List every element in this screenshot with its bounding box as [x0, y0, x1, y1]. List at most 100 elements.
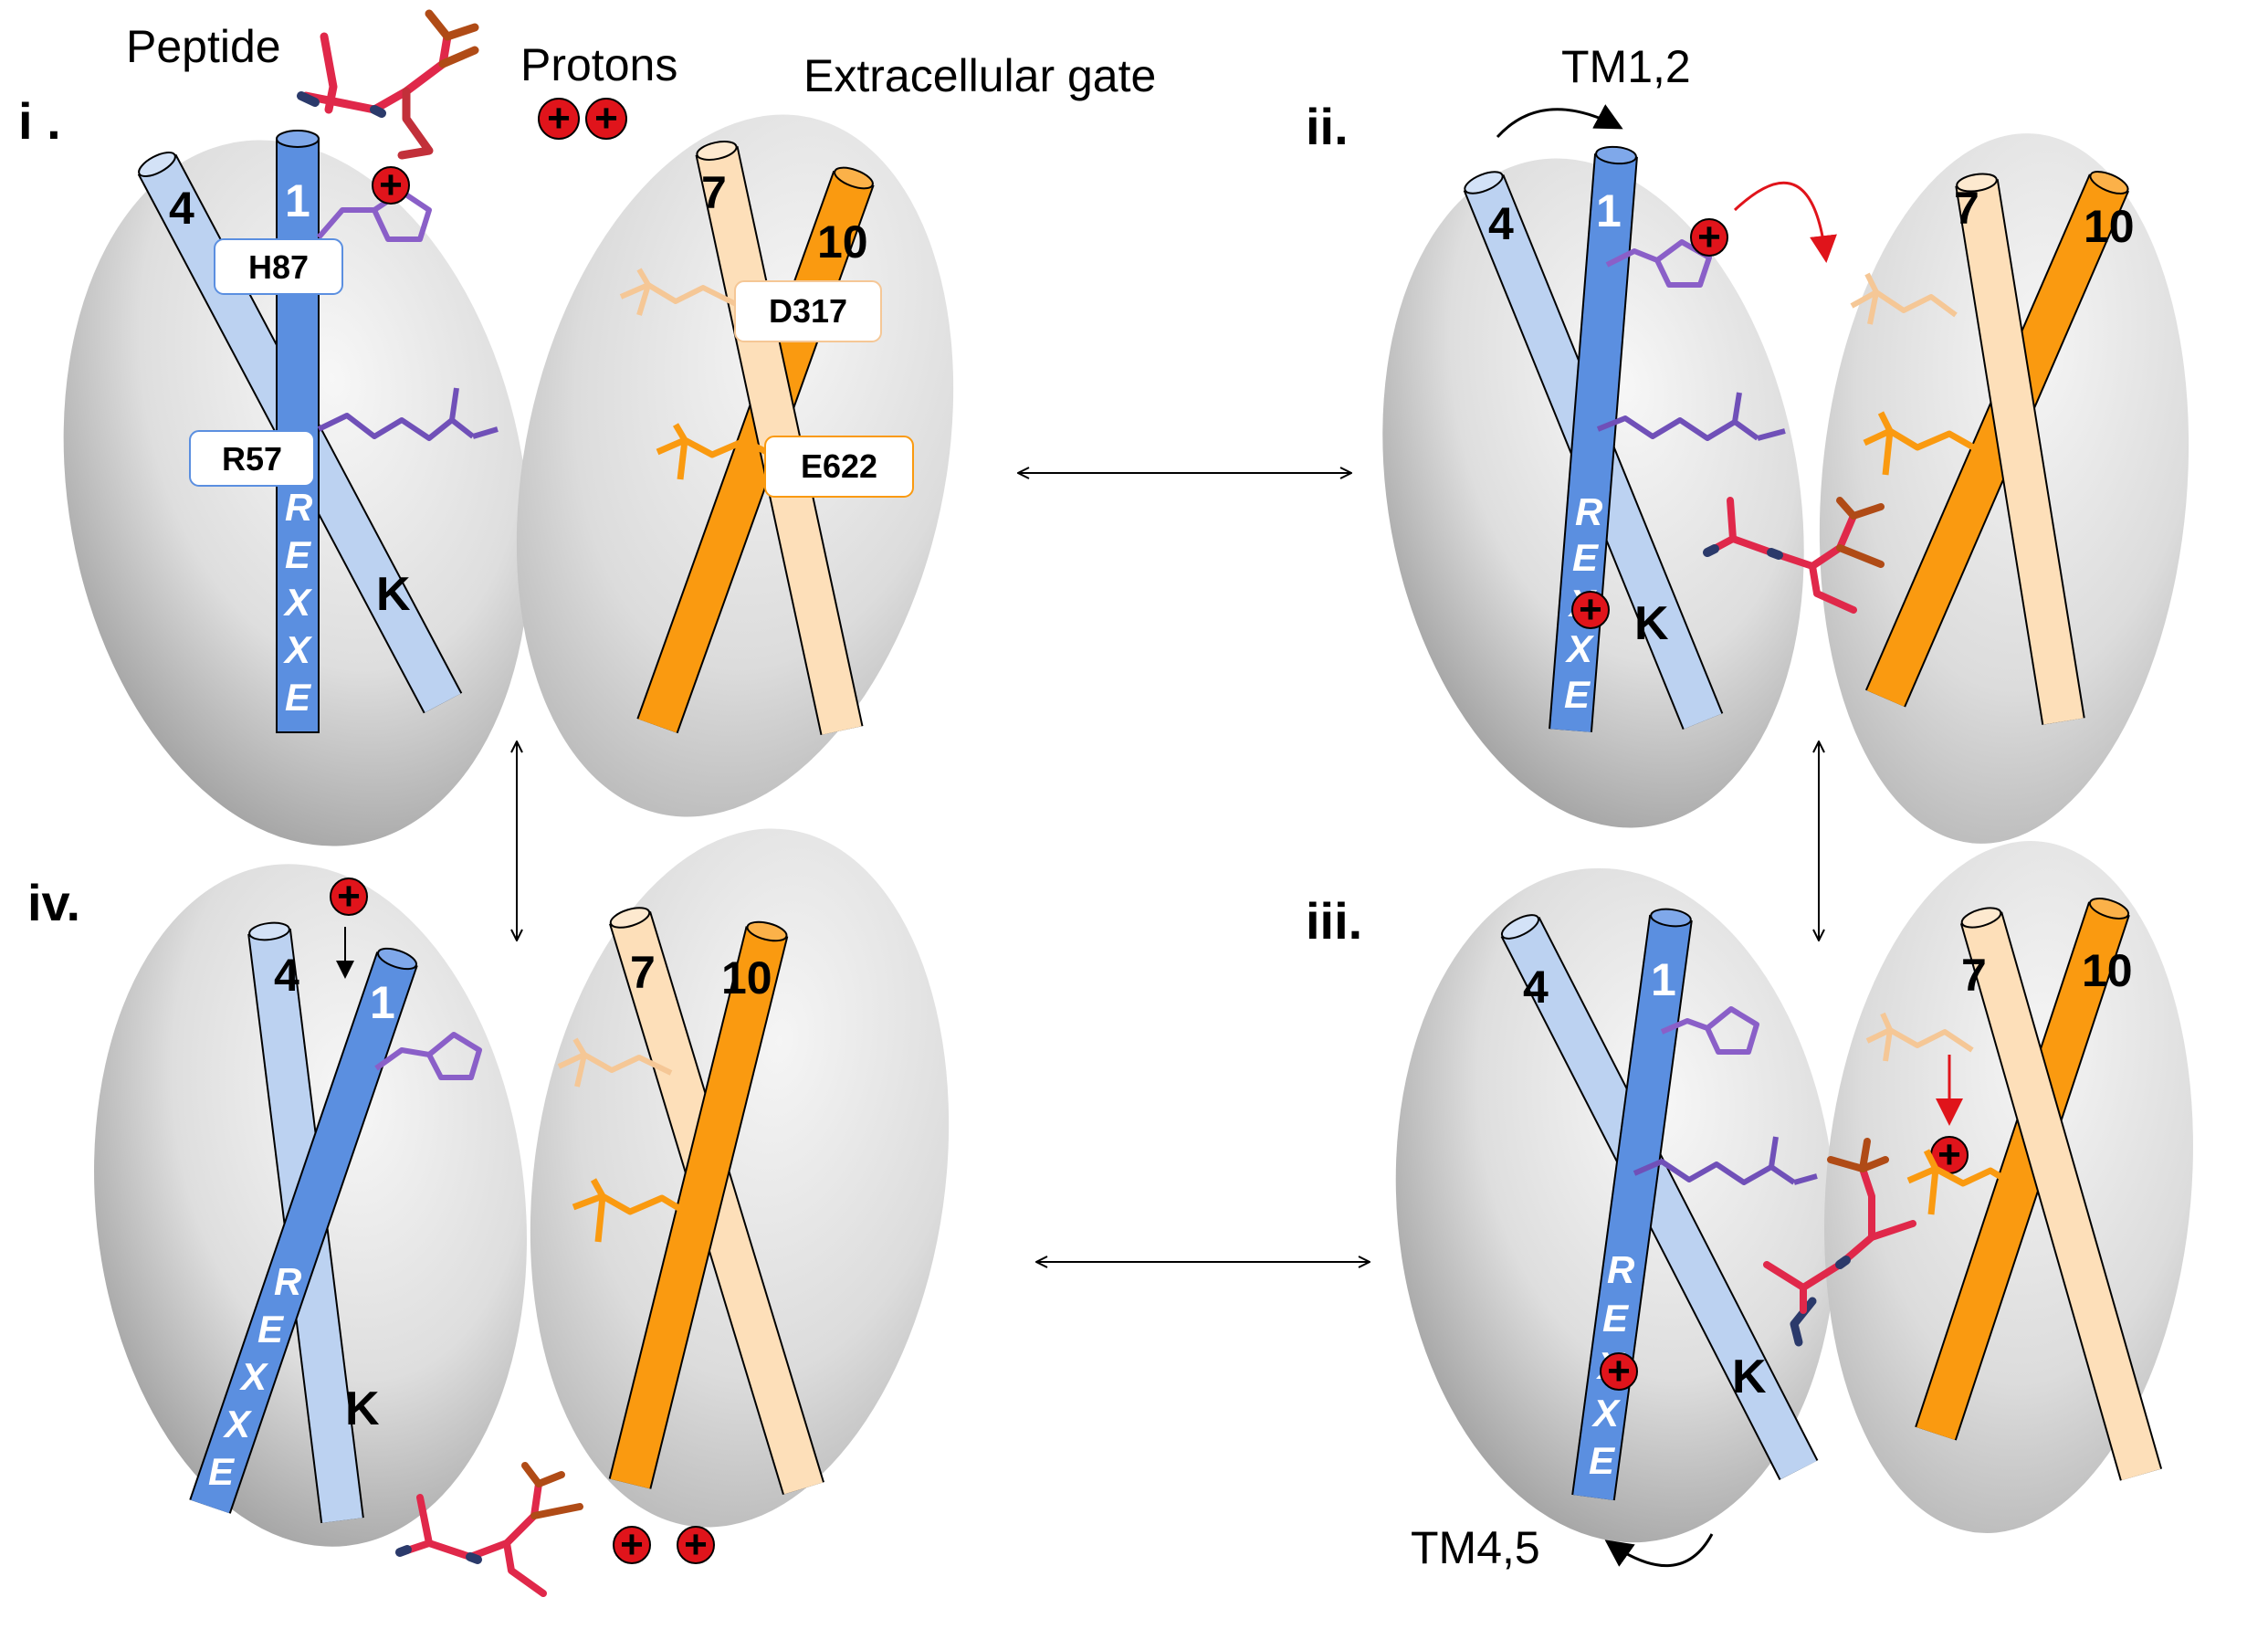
tm7-number-iii: 7	[1961, 950, 1987, 1001]
motif-letter-1-ii: R	[1575, 490, 1603, 533]
peptide-released-iv	[395, 1462, 583, 1597]
panel-iv-label: iv.	[27, 874, 80, 931]
panel-iii-label: iii.	[1306, 892, 1362, 950]
tm10-helix-iv	[608, 920, 789, 1489]
svg-text:+: +	[379, 163, 403, 207]
tm10-helix-iii	[1915, 898, 2130, 1441]
tm45-motion-label: TM4,5	[1411, 1522, 1540, 1573]
proton-bound-h87-ii: +	[1690, 215, 1728, 259]
d317-sidechain-ii	[1850, 272, 1958, 325]
motif-letter-3-i: X	[283, 581, 313, 624]
k-label-i: K	[376, 568, 411, 621]
d317-sidechain-i	[619, 268, 741, 316]
h87-sidechain-ii	[1605, 239, 1712, 288]
tm1-number-iii: 1	[1651, 954, 1676, 1005]
motif-letter-2-ii: E	[1572, 536, 1600, 579]
tm7-number-iv: 7	[630, 947, 656, 998]
tm10-helix-i	[636, 166, 875, 734]
motif-letter-4-ii: X	[1565, 627, 1595, 670]
svg-text:+: +	[594, 96, 618, 141]
motif-letter-4-iv: X	[223, 1403, 253, 1445]
e622-sidechain-ii	[1863, 411, 1979, 476]
h87-sidechain-iv	[374, 1032, 482, 1080]
svg-text:R57: R57	[222, 440, 282, 478]
e622-label-box: E622	[764, 436, 914, 498]
peptide-free-top	[297, 9, 479, 160]
extracellular-gate-label: Extracellular gate	[803, 50, 1156, 101]
proton-bound-rexxe-ii: +	[1571, 587, 1610, 632]
protons-label: Protons	[520, 39, 677, 90]
e622-sidechain-i	[656, 423, 778, 480]
tm4-helix-iii	[1500, 914, 1819, 1480]
panel-ii: ii. TM1,2 4 1 7 10 K R E	[1306, 41, 2189, 844]
svg-text:D317: D317	[769, 292, 847, 330]
svg-text:+: +	[684, 1522, 708, 1567]
tm4-number-iii: 4	[1523, 962, 1549, 1013]
peptide-bound-ii	[1703, 497, 1885, 614]
tm1-helix-iii	[1571, 908, 1693, 1501]
motif-letter-4-i: X	[283, 628, 313, 671]
tm7-number-ii: 7	[1954, 183, 1979, 234]
k-label-iv: K	[345, 1382, 380, 1435]
motif-letter-1-iv: R	[274, 1260, 302, 1303]
protons-free-top: + +	[538, 96, 627, 141]
k-label-ii: K	[1634, 597, 1669, 650]
motif-letter-5-ii: E	[1564, 673, 1591, 716]
svg-text:+: +	[1697, 215, 1721, 259]
c-domain-lobe-iv	[530, 828, 950, 1528]
tm4-number-iv: 4	[274, 950, 299, 1001]
r57-label-box: R57	[189, 430, 315, 487]
motif-letter-2-i: E	[285, 533, 312, 576]
tm12-motion-label: TM1,2	[1561, 41, 1691, 92]
tm10-number-iii: 10	[2082, 945, 2133, 996]
tm1-number-ii: 1	[1596, 185, 1622, 236]
svg-text:+: +	[547, 96, 571, 141]
r57-sidechain-i	[317, 387, 499, 441]
motif-letter-5-iii: E	[1589, 1439, 1616, 1482]
motif-letter-5-iv: E	[208, 1450, 236, 1493]
tm7-helix-ii	[1955, 173, 2085, 725]
tm10-number-ii: 10	[2084, 201, 2135, 252]
svg-text:+: +	[620, 1522, 644, 1567]
tm10-number-i: 10	[817, 216, 868, 268]
tm1-number-i: 1	[285, 175, 310, 226]
panel-i: i . 4 1 7 10 K R	[18, 92, 954, 846]
proton-transfer-arrow-ii	[1733, 181, 1837, 263]
peptide-bound-iii	[1763, 1138, 1916, 1347]
motif-letter-4-iii: X	[1591, 1392, 1622, 1435]
e622-sidechain-iii	[1906, 1149, 2020, 1215]
tm4-number-i: 4	[169, 183, 194, 234]
svg-text:+: +	[1579, 587, 1602, 632]
d317-sidechain-iii	[1865, 1012, 1974, 1062]
k-label-iii: K	[1732, 1350, 1767, 1403]
r57-sidechain-ii	[1596, 392, 1786, 441]
tm7-number-i: 7	[701, 167, 727, 218]
tm1-helix-ii	[1549, 145, 1638, 732]
proton-entering-iv: +	[330, 874, 368, 919]
tm45-motion-arrow	[1604, 1533, 1714, 1568]
tm7-helix-iii	[1959, 907, 2163, 1481]
h87-label-box: H87	[214, 238, 343, 295]
motif-letter-1-i: R	[285, 486, 313, 529]
svg-text:+: +	[337, 874, 361, 919]
panel-i-label: i .	[18, 92, 61, 150]
d317-label-box: D317	[734, 280, 882, 342]
svg-text:E622: E622	[801, 447, 877, 485]
motif-letter-2-iv: E	[257, 1308, 285, 1350]
svg-text:H87: H87	[248, 248, 309, 286]
panel-ii-label: ii.	[1306, 98, 1349, 155]
motif-letter-1-iii: R	[1607, 1248, 1635, 1291]
svg-text:+: +	[1607, 1349, 1631, 1393]
h87-sidechain-iii	[1660, 1006, 1759, 1055]
tm1-helix-iv	[189, 947, 418, 1514]
proton-bound-h87-i: +	[372, 163, 410, 207]
tm1-number-iv: 1	[370, 977, 395, 1028]
protons-released-iv: + +	[613, 1522, 715, 1567]
tm4-number-ii: 4	[1488, 198, 1514, 249]
e622-sidechain-iv	[572, 1178, 691, 1243]
peptide-label: Peptide	[126, 21, 281, 72]
tm10-number-iv: 10	[721, 952, 772, 1004]
tm12-motion-arrow	[1496, 104, 1623, 139]
r57-sidechain-iii	[1633, 1136, 1818, 1185]
